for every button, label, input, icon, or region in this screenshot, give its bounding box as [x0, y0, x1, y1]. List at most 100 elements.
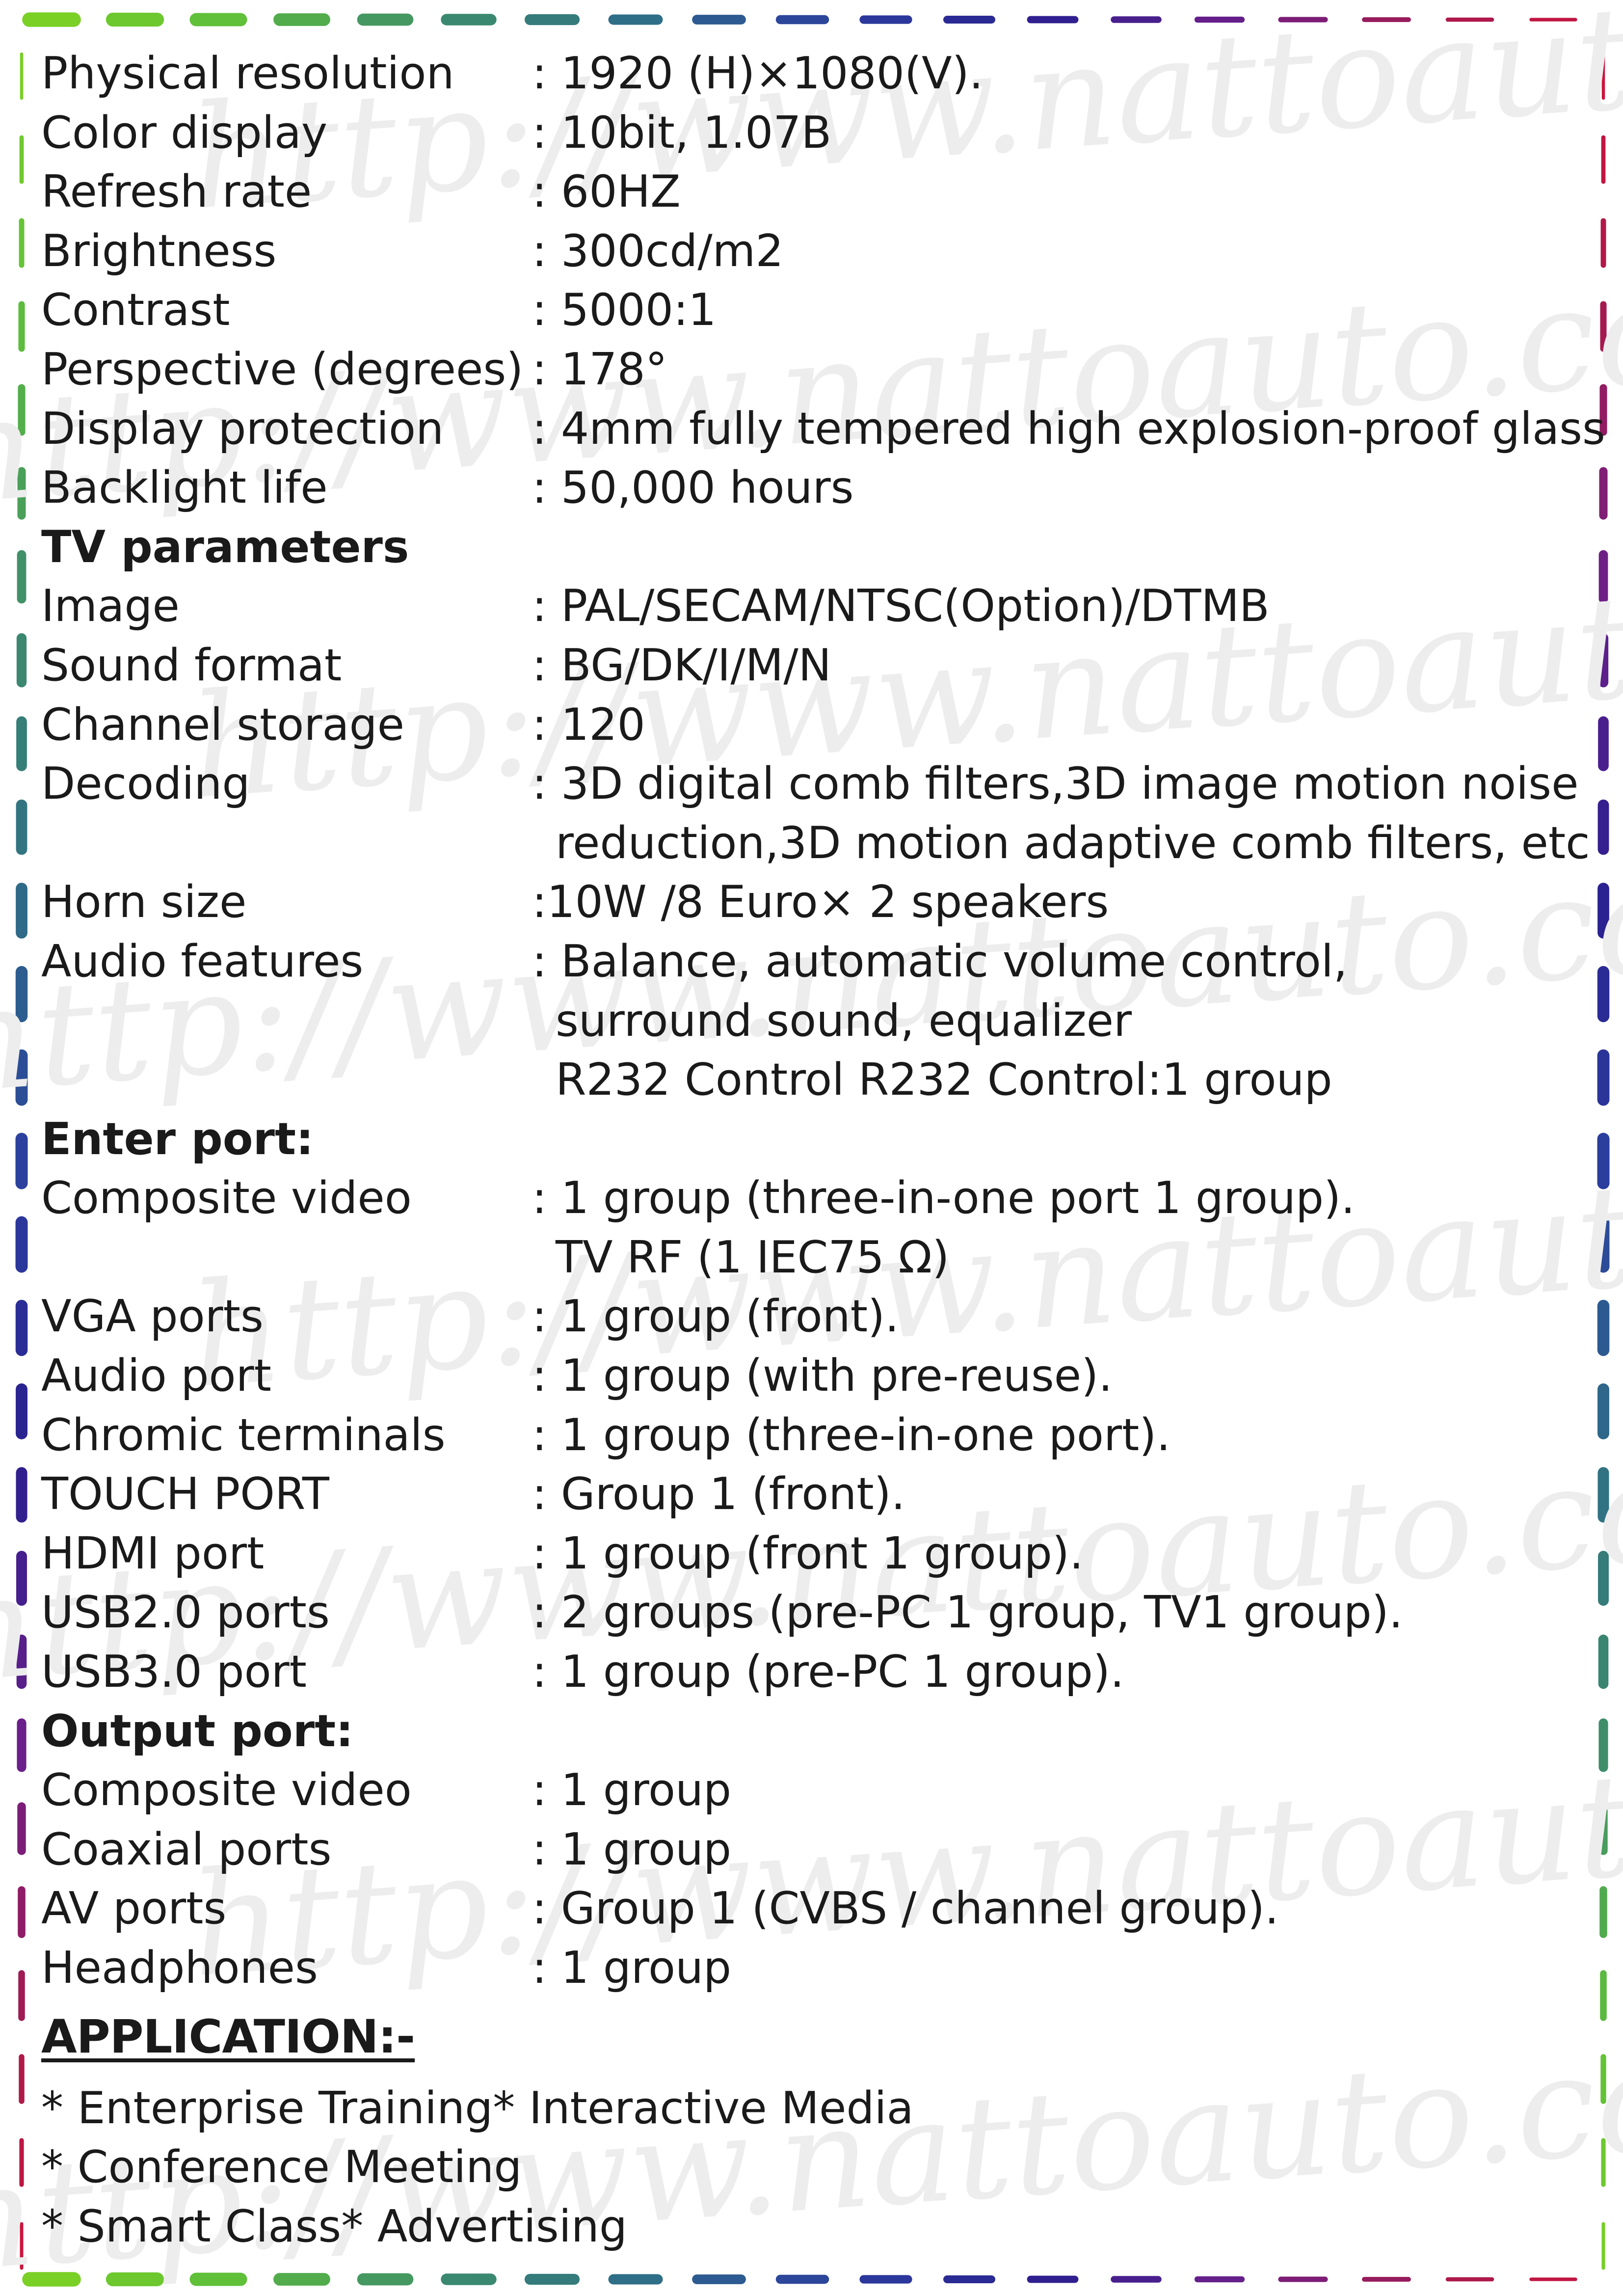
application-item: * Smart Class* Advertising [41, 2197, 1592, 2257]
spec-value: : 3D digital comb filters,3D image motio… [532, 758, 1579, 810]
spec-label: USB3.0 port [41, 1646, 307, 1698]
spec-label: Display protection [41, 403, 444, 455]
spec-row: TOUCH PORT : Group 1 (front). [41, 1465, 1592, 1524]
spec-value: : 1 group [532, 1942, 732, 1994]
spec-label: Channel storage [41, 699, 404, 751]
spec-row: Image : PAL/SECAM/NTSC(Option)/DTMB [41, 577, 1592, 636]
spec-label: Image [41, 580, 180, 632]
section-heading: Output port: [41, 1702, 1592, 1761]
spec-row: TV RF (1 IEC75 Ω) [41, 1228, 1592, 1288]
spec-row: HDMI port : 1 group (front 1 group). [41, 1524, 1592, 1584]
spec-label: Chromic terminals [41, 1409, 446, 1461]
spec-value: : Balance, automatic volume control, [532, 935, 1348, 987]
spec-row: Audio port : 1 group (with pre-reuse). [41, 1347, 1592, 1406]
spec-value: : 10bit, 1.07B [532, 107, 832, 159]
spec-label: Coaxial ports [41, 1823, 332, 1875]
spec-value: : 2 groups (pre-PC 1 group, TV1 group). [532, 1587, 1403, 1639]
spec-label: Color display [41, 107, 328, 159]
spec-row: Color display : 10bit, 1.07B [41, 104, 1592, 163]
spec-row: USB2.0 ports : 2 groups (pre-PC 1 group, … [41, 1583, 1592, 1643]
spec-label: Horn size [41, 876, 247, 928]
spec-value: : 5000:1 [532, 284, 717, 336]
spec-label: AV ports [41, 1883, 227, 1935]
spec-value: : 1 group (front 1 group). [532, 1527, 1084, 1579]
spec-value-continued: R232 Control R232 Control:1 group [556, 1054, 1332, 1106]
spec-row: Coaxial ports : 1 group [41, 1820, 1592, 1880]
section-heading-text: Enter port: [41, 1113, 314, 1165]
spec-value: : 60HZ [532, 166, 681, 218]
spec-value: : 50,000 hours [532, 462, 854, 514]
application-heading-text: APPLICATION:- [41, 2010, 415, 2064]
spec-label: Decoding [41, 758, 250, 810]
spec-row: Composite video : 1 group (three-in-one p… [41, 1169, 1592, 1228]
spec-value: : 1 group (front). [532, 1291, 899, 1343]
spec-list: Physical resolution: 1920 (H)×1080(V).Co… [41, 44, 1605, 2257]
spec-label: Refresh rate [41, 166, 312, 218]
spec-value: : 4mm fully tempered high explosion-proo… [532, 403, 1605, 455]
spec-row: Composite video : 1 group [41, 1761, 1592, 1820]
spec-value: : 1 group (three-in-one port 1 group). [532, 1172, 1355, 1224]
spec-value: : Group 1 (front). [532, 1468, 905, 1520]
spec-value: : 1 group [532, 1764, 732, 1816]
section-heading-text: Output port: [41, 1705, 354, 1757]
spec-row: VGA ports : 1 group (front). [41, 1287, 1592, 1347]
application-item-text: * Enterprise Training* Interactive Media [41, 2082, 914, 2134]
spec-value-continued: surround sound, equalizer [556, 995, 1132, 1047]
spec-row: Sound format : BG/DK/I/M/N [41, 636, 1592, 696]
spec-label: Sound format [41, 639, 342, 691]
spec-label: Contrast [41, 284, 230, 336]
application-item-text: * Conference Meeting [41, 2141, 522, 2193]
spec-row: USB3.0 port : 1 group (pre-PC 1 group). [41, 1643, 1592, 1702]
spec-label: Backlight life [41, 462, 328, 514]
spec-label: Headphones [41, 1942, 318, 1994]
spec-row: Physical resolution : 1920 (H)×1080(V). [41, 44, 1592, 104]
spec-value: : 120 [532, 699, 645, 751]
application-item-text: * Smart Class* Advertising [41, 2200, 627, 2252]
application-item: * Enterprise Training* Interactive Media [41, 2079, 1592, 2138]
spec-value: : PAL/SECAM/NTSC(Option)/DTMB [532, 580, 1270, 632]
spec-label: Composite video [41, 1172, 412, 1224]
spec-row: R232 Control R232 Control:1 group [41, 1051, 1592, 1110]
section-heading: TV parameters [41, 518, 1592, 577]
spec-value: : 1 group (pre-PC 1 group). [532, 1646, 1124, 1698]
spec-row: Display protection : 4mm fully tempered h… [41, 400, 1605, 459]
spec-value: : 1 group (three-in-one port). [532, 1409, 1171, 1461]
spec-row: Brightness : 300cd/m2 [41, 222, 1592, 281]
spec-row: Chromic terminals : 1 group (three-in-one… [41, 1406, 1592, 1465]
spec-label: TOUCH PORT [41, 1468, 329, 1520]
spec-row: Backlight life : 50,000 hours [41, 459, 1592, 518]
spec-value: : 1920 (H)×1080(V). [532, 48, 984, 99]
spec-label: HDMI port [41, 1527, 265, 1579]
spec-value: :10W /8 Euro× 2 speakers [532, 876, 1109, 928]
spec-row: Perspective (degrees): 178° [41, 340, 1592, 400]
spec-row: Channel storage : 120 [41, 696, 1592, 755]
spec-row: Decoding : 3D digital comb filters,3D ima… [41, 755, 1592, 814]
section-heading: Enter port: [41, 1110, 1592, 1169]
spec-value: : Group 1 (CVBS / channel group). [532, 1883, 1279, 1935]
spec-value: : BG/DK/I/M/N [532, 639, 831, 691]
section-heading: APPLICATION:- [41, 1998, 1592, 2079]
spec-row: Refresh rate : 60HZ [41, 162, 1592, 222]
spec-row: Contrast : 5000:1 [41, 281, 1592, 340]
spec-label: USB2.0 ports [41, 1587, 330, 1639]
spec-value-continued: reduction,3D motion adaptive comb filter… [556, 817, 1590, 869]
spec-label: Audio features [41, 935, 364, 987]
spec-row: Audio features : Balance, automatic volum… [41, 932, 1592, 992]
spec-label: Composite video [41, 1764, 412, 1816]
spec-value: : 178° [532, 343, 667, 395]
spec-label: Brightness [41, 225, 277, 277]
spec-value: : 1 group [532, 1823, 732, 1875]
spec-label: VGA ports [41, 1291, 264, 1343]
spec-row: reduction,3D motion adaptive comb filter… [41, 814, 1592, 873]
spec-row: Headphones : 1 group [41, 1939, 1592, 1998]
spec-label: Audio port [41, 1350, 271, 1402]
spec-row: AV ports : Group 1 (CVBS / channel group)… [41, 1879, 1592, 1939]
spec-value: : 300cd/m2 [532, 225, 784, 277]
spec-value-continued: TV RF (1 IEC75 Ω) [556, 1231, 950, 1283]
spec-label: Physical resolution [41, 48, 454, 99]
spec-row: surround sound, equalizer [41, 992, 1592, 1051]
spec-value: : 1 group (with pre-reuse). [532, 1350, 1113, 1402]
section-heading-text: TV parameters [41, 521, 409, 573]
application-item: * Conference Meeting [41, 2138, 1592, 2197]
